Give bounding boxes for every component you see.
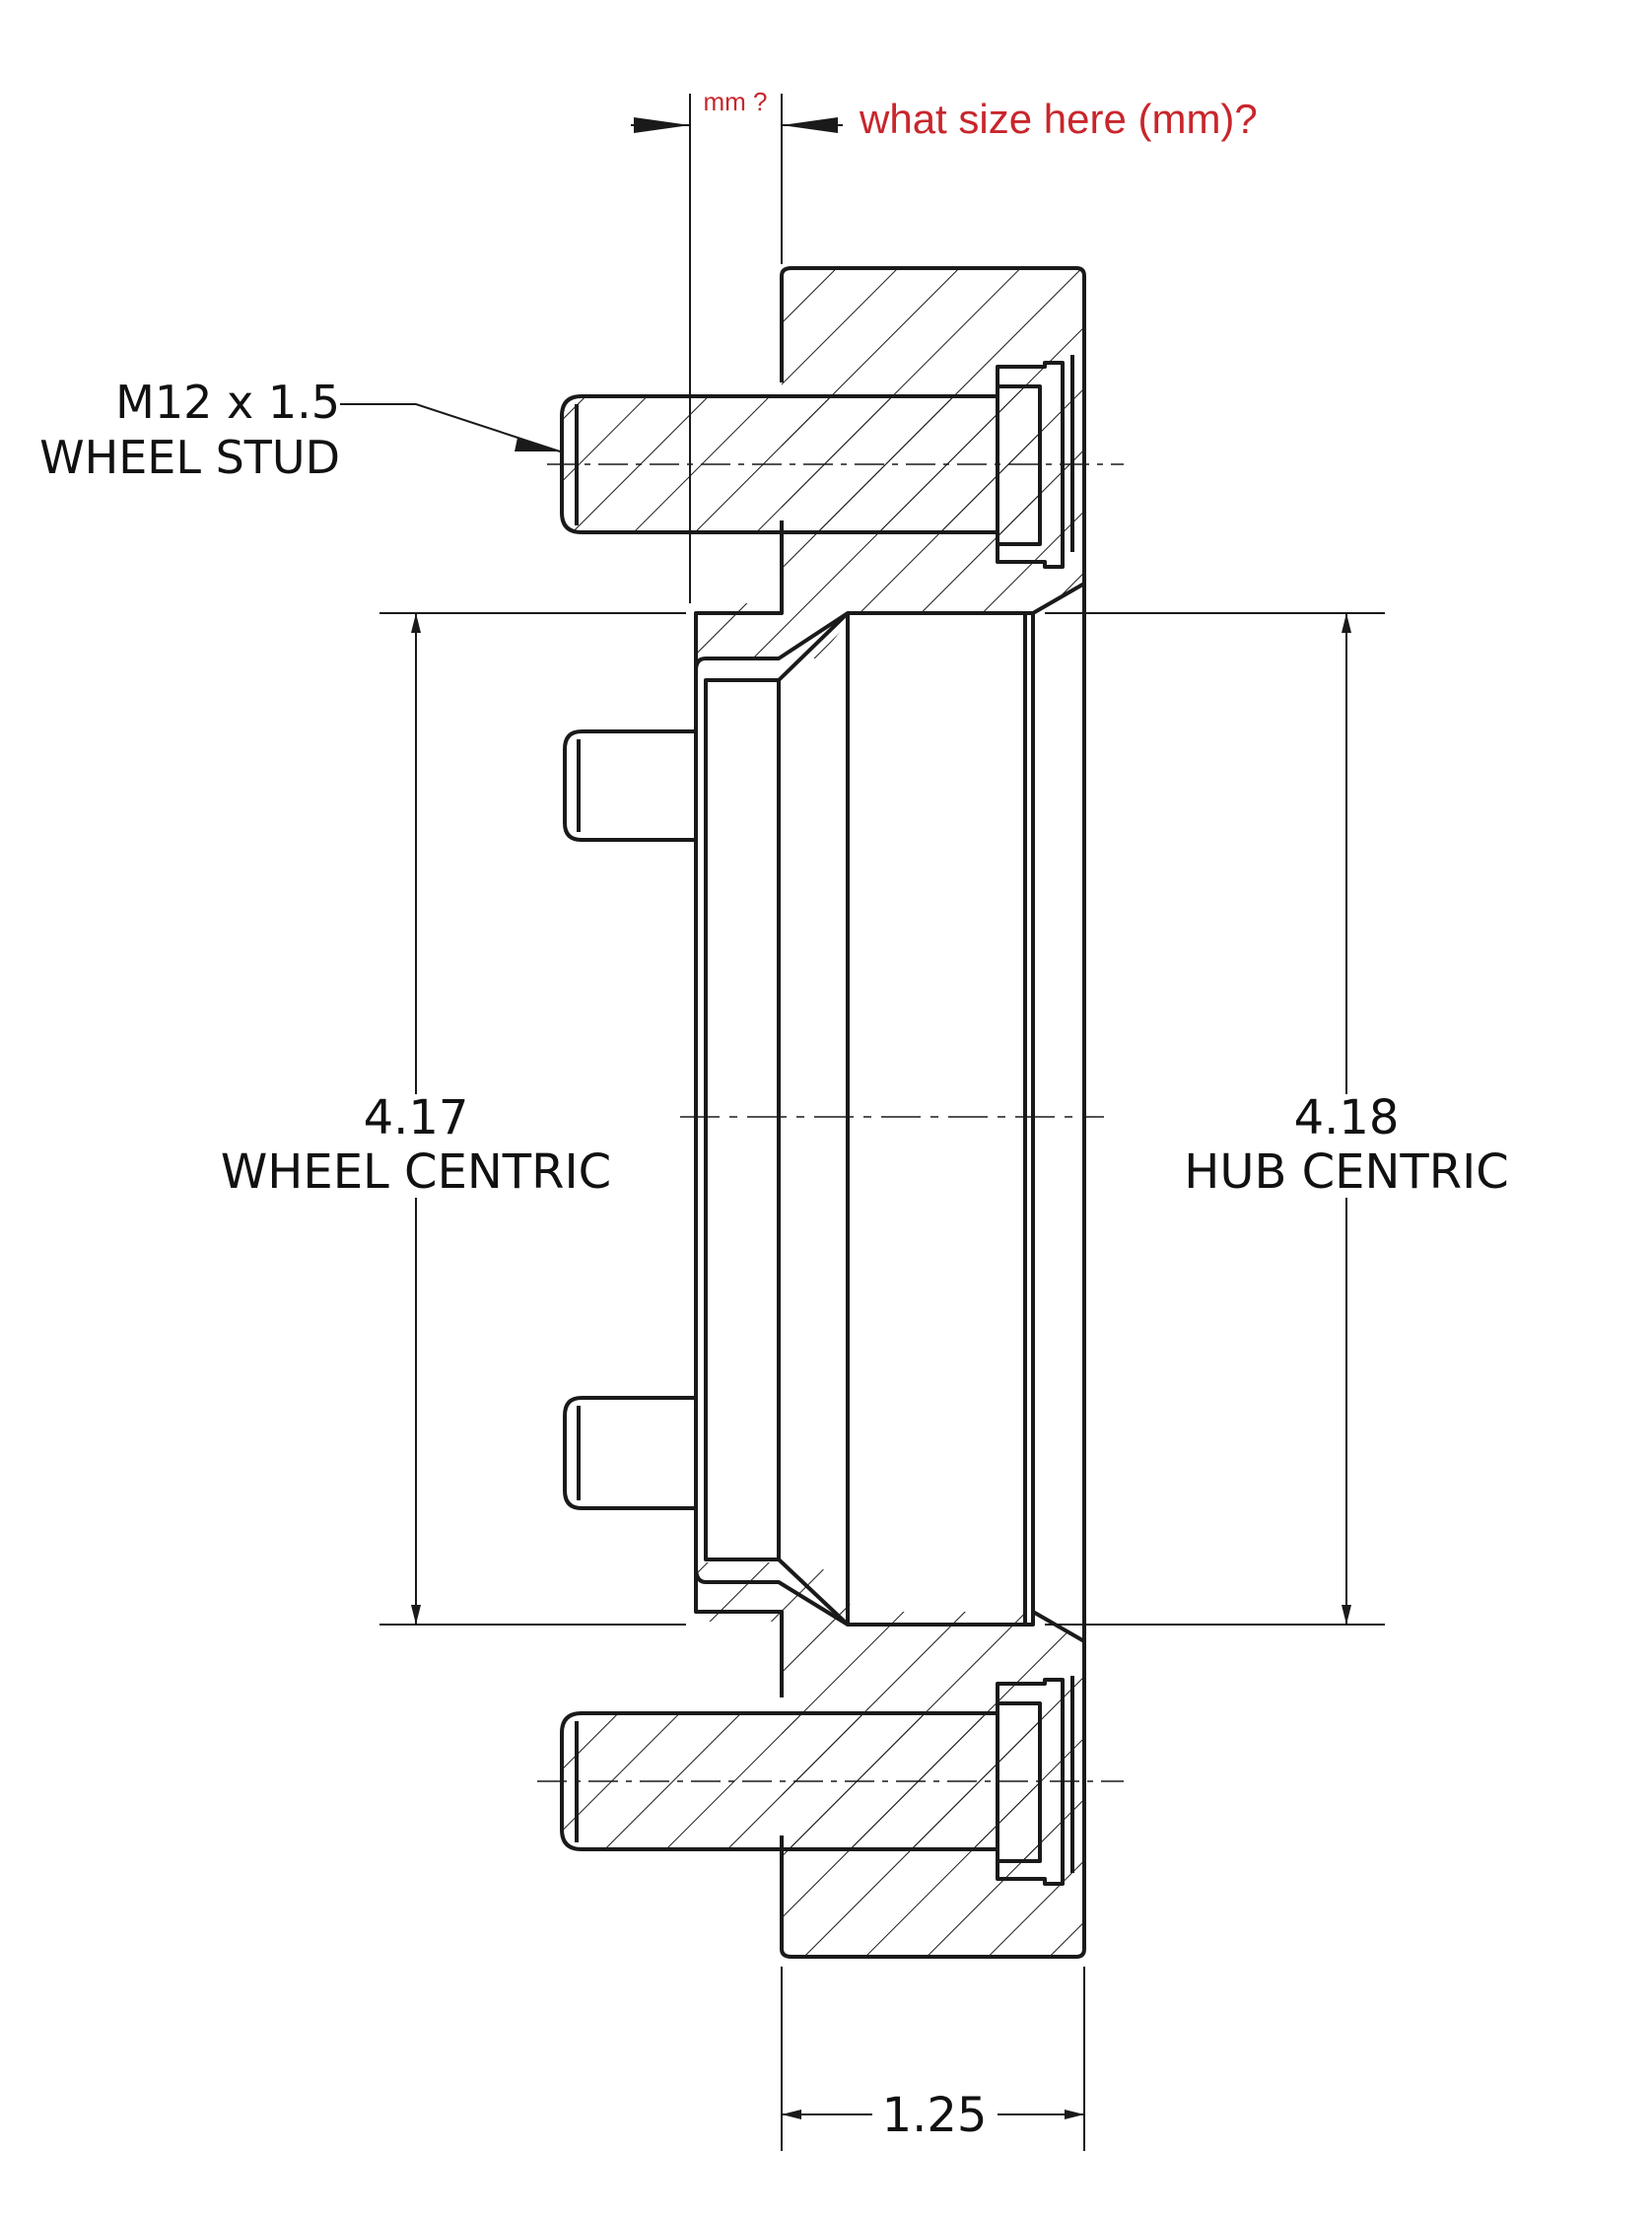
- wheel-centric-label: WHEEL CENTRIC: [221, 1144, 611, 1200]
- wheel-centric-value: 4.17: [364, 1090, 469, 1145]
- lower-wheel-stud: [537, 1678, 1124, 1886]
- dimension-lines: [340, 94, 1385, 2151]
- stud-size-label: M12 x 1.5: [115, 376, 340, 429]
- bore-outline: [694, 611, 1035, 1627]
- center-bore: [694, 611, 1035, 1627]
- short-stud-lower: [563, 1396, 696, 1510]
- lower-flange-outline: [694, 1567, 1086, 1959]
- hub-centric-value: 4.18: [1294, 1090, 1400, 1145]
- upper-flange-outline: [694, 266, 1086, 660]
- short-stud-upper: [563, 729, 696, 842]
- question-dimension-label: mm ?: [704, 87, 768, 116]
- question-text: what size here (mm)?: [859, 96, 1258, 142]
- upper-wheel-stud: [547, 361, 1124, 569]
- stud-name-label: WHEEL STUD: [39, 431, 340, 484]
- thickness-value: 1.25: [882, 2088, 988, 2143]
- hub-centric-label: HUB CENTRIC: [1184, 1144, 1509, 1200]
